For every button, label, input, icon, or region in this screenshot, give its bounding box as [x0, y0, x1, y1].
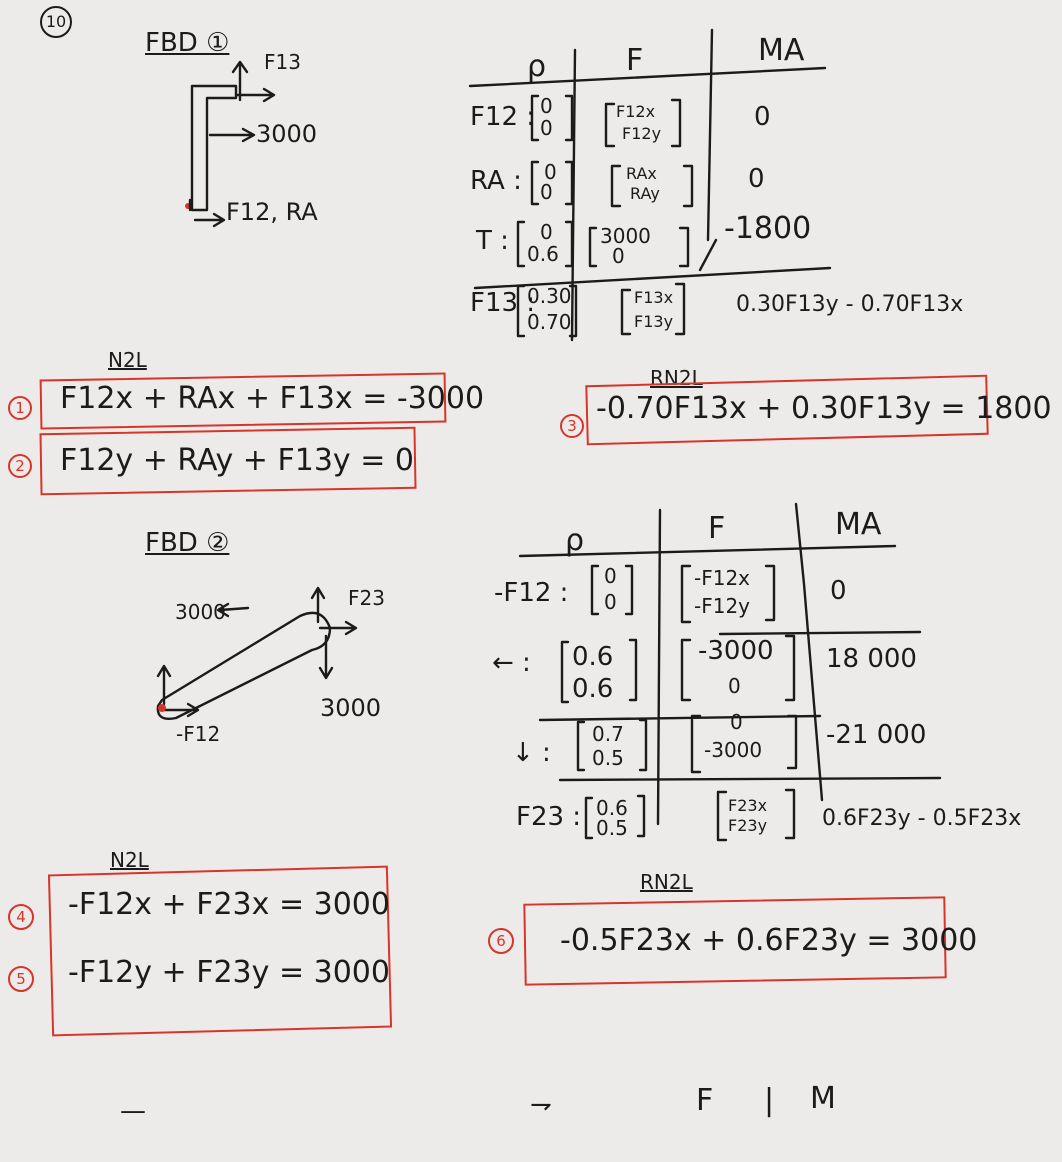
- eq3-number: 3: [567, 417, 577, 435]
- table2-moment: -21 000: [826, 720, 927, 750]
- table1-r-top: 0: [540, 220, 553, 244]
- table2-r-bottom: 0.5: [596, 816, 628, 840]
- table1-moment: -1800: [724, 211, 812, 246]
- table2-moment: 18 000: [826, 644, 917, 674]
- eq5-circle: 5: [8, 966, 34, 992]
- eq1-number: 1: [15, 399, 25, 417]
- table2-f-bottom: -F12y: [694, 594, 751, 618]
- problem-number-circle: 10: [40, 6, 72, 38]
- table1-row-name: F12 :: [470, 102, 536, 132]
- table2-f-top: -3000: [698, 636, 774, 666]
- footer-mid-mark: ⇁: [530, 1090, 552, 1120]
- rn2l1-label: RN2L: [650, 366, 703, 390]
- table2-r-top: 0.6: [596, 796, 628, 820]
- table1-r-bottom: 0: [540, 180, 553, 204]
- table1-f-bottom: RAy: [630, 184, 660, 203]
- table2-f-top: -F12x: [694, 566, 751, 590]
- eq3-circle: 3: [560, 414, 584, 438]
- table2-header-force: F: [708, 511, 726, 546]
- table1-moment: 0.30F13y - 0.70F13x: [736, 292, 964, 317]
- rn2l2-label: RN2L: [640, 870, 693, 894]
- fbd2-left-load: 3000: [175, 600, 226, 624]
- eq2-number: 2: [15, 457, 25, 475]
- table2-row-name: ← :: [492, 648, 531, 678]
- table2-row-name: F23 :: [516, 802, 582, 832]
- table1-r-top: 0: [540, 94, 553, 118]
- footer-m-label: M: [810, 1081, 836, 1116]
- table2-r-bottom: 0.5: [592, 746, 624, 770]
- table2-r-top: 0.7: [592, 722, 624, 746]
- eq5-number: 5: [16, 970, 26, 988]
- fbd2-f12-label: -F12: [176, 722, 221, 746]
- table1-f-top: F12x: [616, 102, 656, 121]
- footer-divider: |: [764, 1083, 775, 1118]
- eq6-text: -0.5F23x + 0.6F23y = 3000: [560, 923, 978, 958]
- table2-f-top: 0: [730, 710, 743, 734]
- table1-f-top: F13x: [634, 288, 674, 307]
- table2-r-top: 0.6: [572, 642, 614, 672]
- table1-f-top: 3000: [600, 224, 651, 248]
- fbd2-down-load: 3000: [320, 694, 382, 722]
- problem-number: 10: [45, 12, 67, 31]
- footer-left-mark: —: [120, 1096, 146, 1126]
- table2-r-bottom: 0.6: [572, 674, 614, 704]
- table1-r-bottom: 0.70: [527, 310, 572, 334]
- eq5-text: -F12y + F23y = 3000: [68, 955, 390, 990]
- table1-f-top: RAx: [626, 164, 657, 183]
- eq1-text: F12x + RAx + F13x = -3000: [60, 381, 485, 416]
- table2-f-bottom: F23y: [728, 816, 768, 835]
- eq3-text: -0.70F13x + 0.30F13y = 1800: [596, 391, 1052, 426]
- eq6-number: 6: [496, 932, 506, 950]
- table1-row-name: F13 :: [470, 288, 536, 318]
- fbd1-title: FBD ①: [145, 28, 230, 58]
- fbd2-f23-label: F23: [348, 586, 385, 610]
- table2-row-name: ↓ :: [512, 738, 551, 768]
- n2l2-label: N2L: [110, 848, 149, 872]
- fbd1-bottom-label: F12, RA: [226, 198, 318, 226]
- table1-r-bottom: 0: [540, 116, 553, 140]
- table1-moment: 0: [754, 102, 771, 132]
- eq4-circle: 4: [8, 904, 34, 930]
- eq1-circle: 1: [8, 396, 32, 420]
- fbd1-load-label: 3000: [256, 120, 318, 148]
- table1-moment: 0: [748, 164, 765, 194]
- fbd2-title: FBD ②: [145, 528, 230, 558]
- table1-header-moment: MA: [758, 33, 805, 68]
- table1-row-name: RA :: [470, 166, 522, 196]
- table1-f-bottom: F12y: [622, 124, 662, 143]
- eq4-number: 4: [16, 908, 26, 926]
- table1-r-top: 0: [544, 160, 557, 184]
- table1-f-bottom: F13y: [634, 312, 674, 331]
- table2-f-top: F23x: [728, 796, 768, 815]
- table1-f-bottom: 0: [612, 244, 625, 268]
- table1-r-top: 0.30: [527, 284, 572, 308]
- footer-f-label: F: [696, 1083, 714, 1118]
- table1-row-name: T :: [476, 226, 509, 256]
- table2-moment: 0: [830, 576, 847, 606]
- table2-row-name: -F12 :: [494, 578, 569, 608]
- table2-f-bottom: -3000: [704, 738, 763, 762]
- table2-f-bottom: 0: [728, 674, 741, 698]
- eq2-circle: 2: [8, 454, 32, 478]
- fbd1-f13-label: F13: [264, 50, 301, 74]
- table2-header-rho: ρ: [565, 523, 585, 558]
- eq6-circle: 6: [488, 928, 514, 954]
- table1-header-rho: ρ: [527, 49, 547, 84]
- table1-r-bottom: 0.6: [527, 242, 559, 266]
- table2-r-top: 0: [604, 564, 617, 588]
- eq2-text: F12y + RAy + F13y = 0: [60, 443, 414, 478]
- eq4-text: -F12x + F23x = 3000: [68, 887, 390, 922]
- table2-header-moment: MA: [835, 507, 882, 542]
- table2-r-bottom: 0: [604, 590, 617, 614]
- table2-moment: 0.6F23y - 0.5F23x: [822, 806, 1022, 831]
- table1-header-force: F: [626, 43, 644, 78]
- n2l1-label: N2L: [108, 348, 147, 372]
